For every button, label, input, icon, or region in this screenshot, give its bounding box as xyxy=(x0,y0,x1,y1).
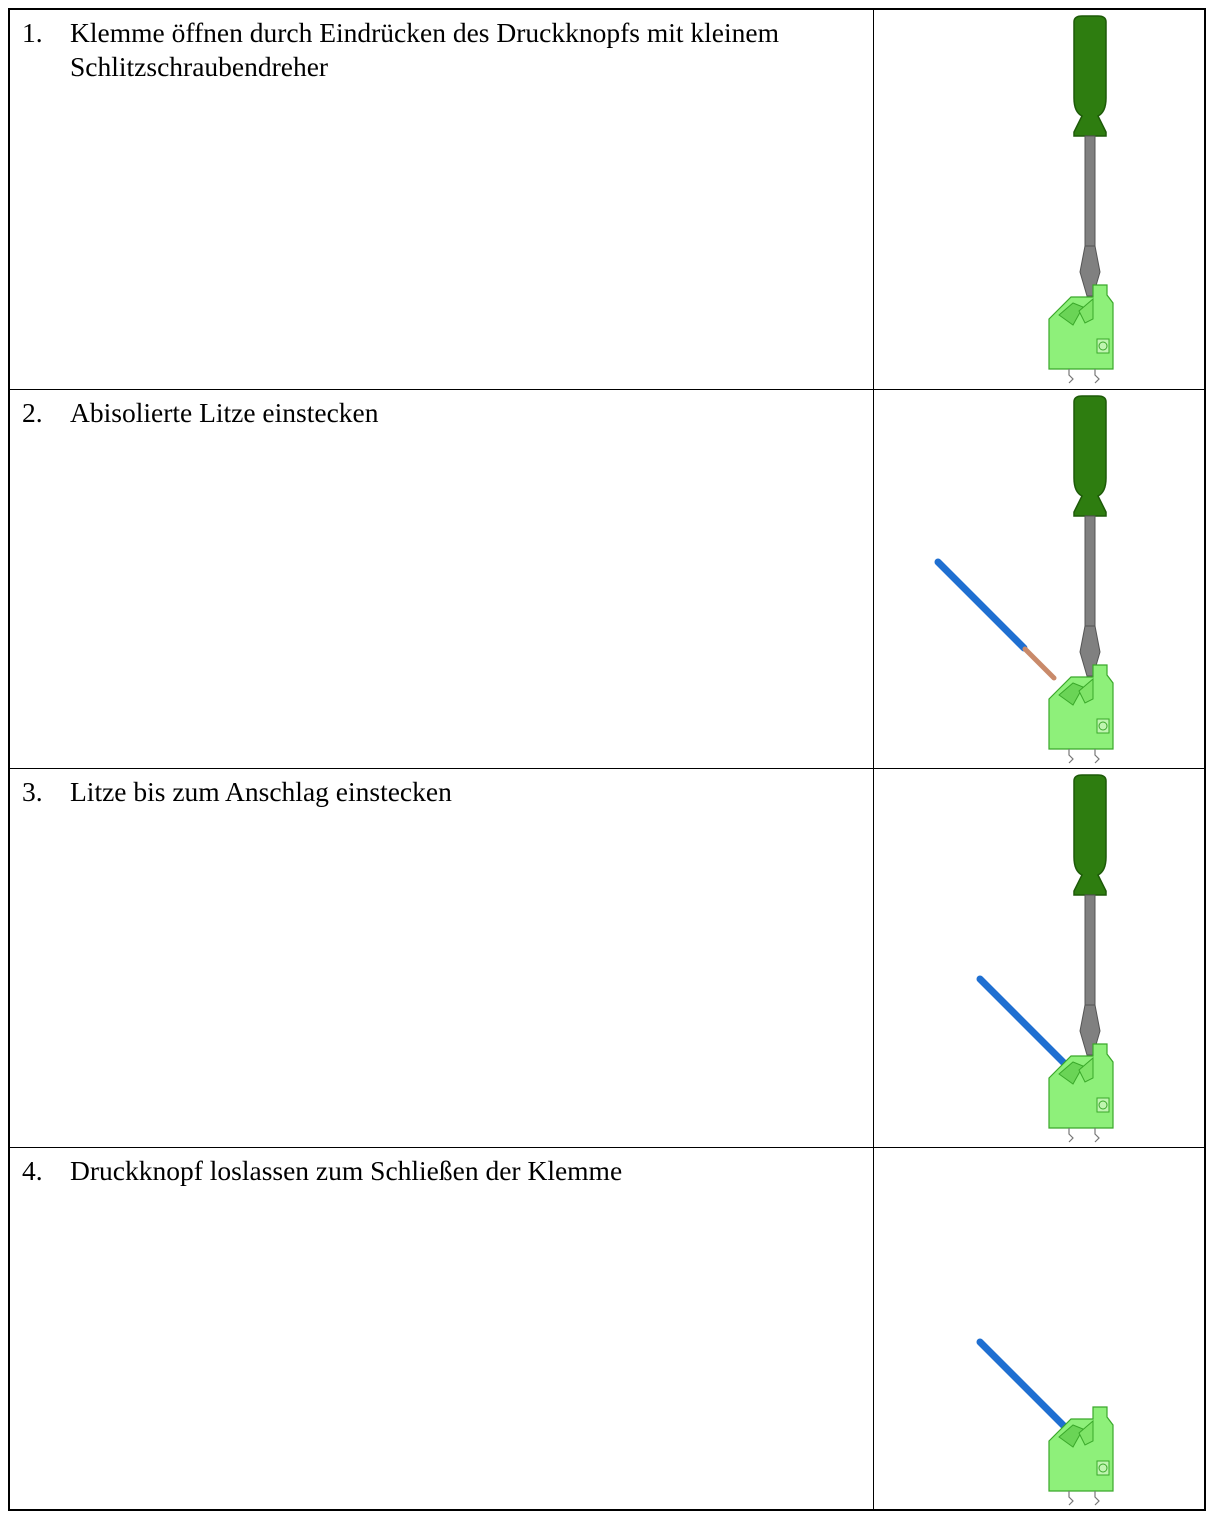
step-text: Litze bis zum Anschlag einstecken xyxy=(70,776,452,807)
terminal-illustration-svg xyxy=(976,1338,1114,1506)
step-text: Klemme öffnen durch Eindrücken des Druck… xyxy=(70,17,779,82)
step-text: Abisolierte Litze einstecken xyxy=(70,397,379,428)
step-illustration xyxy=(874,769,1204,1147)
terminal-illustration-svg xyxy=(934,395,1114,764)
screwdriver xyxy=(1073,774,1107,1056)
step-row-4: 4. Druckknopf loslassen zum Schließen de… xyxy=(10,1147,1204,1509)
stripped-wire xyxy=(934,558,1057,681)
screwdriver xyxy=(1073,395,1107,677)
step-text: Druckknopf loslassen zum Schließen der K… xyxy=(70,1155,623,1186)
step-illustration xyxy=(874,10,1204,389)
step-row-2: 2. Abisolierte Litze einstecken xyxy=(10,389,1204,768)
instruction-table: 1. Klemme öffnen durch Eindrücken des Dr… xyxy=(8,8,1206,1511)
screwdriver xyxy=(1073,15,1107,297)
step-text-cell: 4. Druckknopf loslassen zum Schließen de… xyxy=(10,1148,874,1509)
spring-terminal xyxy=(1048,284,1114,384)
inserted-wire xyxy=(976,975,1068,1067)
step-number: 1. xyxy=(22,17,43,48)
step-illustration xyxy=(874,1148,1204,1509)
step-number: 2. xyxy=(22,397,43,428)
step-number: 3. xyxy=(22,776,43,807)
spring-terminal xyxy=(1048,1406,1114,1506)
spring-terminal xyxy=(1048,1043,1114,1143)
step-number: 4. xyxy=(22,1155,43,1186)
step-text-cell: 1. Klemme öffnen durch Eindrücken des Dr… xyxy=(10,10,874,389)
step-illustration xyxy=(874,390,1204,768)
step-row-3: 3. Litze bis zum Anschlag einstecken xyxy=(10,768,1204,1147)
step-row-1: 1. Klemme öffnen durch Eindrücken des Dr… xyxy=(10,10,1204,389)
terminal-illustration-svg xyxy=(976,774,1114,1143)
spring-terminal xyxy=(1048,664,1114,764)
terminal-illustration-svg xyxy=(1048,15,1114,384)
step-text-cell: 2. Abisolierte Litze einstecken xyxy=(10,390,874,768)
step-text-cell: 3. Litze bis zum Anschlag einstecken xyxy=(10,769,874,1147)
inserted-wire xyxy=(976,1338,1068,1430)
